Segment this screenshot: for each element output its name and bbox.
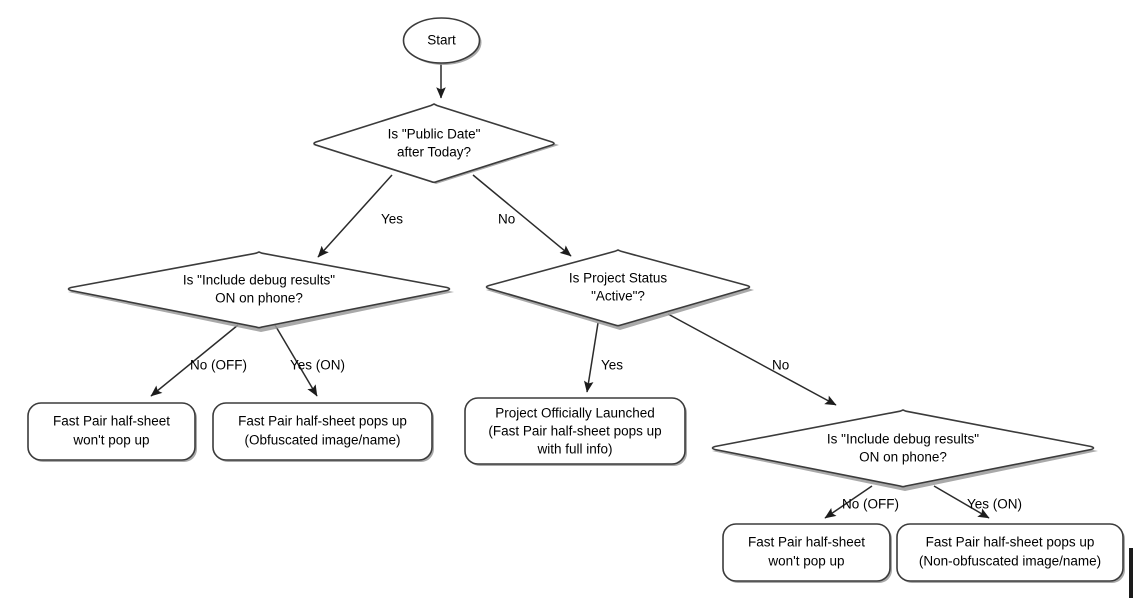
edge-label-project-status-no: No <box>772 358 789 373</box>
node-decision-debug-right-line2: ON on phone? <box>859 450 947 465</box>
node-result-right-yes[interactable]: Fast Pair half-sheet pops up (Non-obfusc… <box>896 523 1125 583</box>
node-result-left-no[interactable]: Fast Pair half-sheet won't pop up <box>27 402 197 462</box>
edge-project-status-yes <box>583 322 599 393</box>
node-decision-debug-right-line1: Is "Include debug results" <box>827 432 979 447</box>
node-result-launched-line3: with full info) <box>536 442 612 457</box>
node-result-right-yes-line2: (Non-obfuscated image/name) <box>919 554 1101 569</box>
node-result-right-yes-line1: Fast Pair half-sheet pops up <box>926 535 1095 550</box>
edge-debug-right-no <box>824 485 873 519</box>
edge-label-public-date-no: No <box>498 212 515 227</box>
edge-debug-left-yes <box>274 324 318 397</box>
node-result-right-no-line2: won't pop up <box>767 554 844 569</box>
edge-label-project-status-yes: Yes <box>601 358 623 373</box>
right-edge-artifact <box>1129 548 1133 598</box>
edge-public-date-yes <box>317 174 393 258</box>
node-decision-project-status[interactable]: Is Project Status "Active"? <box>485 249 754 330</box>
node-decision-public-date-line1: Is "Public Date" <box>388 127 481 142</box>
node-decision-debug-left-line2: ON on phone? <box>215 291 303 306</box>
node-start-label: Start <box>427 33 456 48</box>
node-result-launched-line1: Project Officially Launched <box>495 406 655 421</box>
node-result-left-yes[interactable]: Fast Pair half-sheet pops up (Obfuscated… <box>212 402 434 462</box>
node-decision-public-date-line2: after Today? <box>397 145 471 160</box>
node-start[interactable]: Start <box>402 17 482 65</box>
node-result-right-no-line1: Fast Pair half-sheet <box>748 535 865 550</box>
node-result-left-yes-line2: (Obfuscated image/name) <box>244 433 400 448</box>
node-result-launched-line2: (Fast Pair half-sheet pops up <box>488 424 661 439</box>
node-decision-debug-left-line1: Is "Include debug results" <box>183 273 335 288</box>
node-decision-debug-right[interactable]: Is "Include debug results" ON on phone? <box>711 409 1098 491</box>
node-result-left-no-line2: won't pop up <box>72 433 149 448</box>
edge-label-debug-left-no: No (OFF) <box>190 358 247 373</box>
node-decision-debug-left[interactable]: Is "Include debug results" ON on phone? <box>67 251 454 332</box>
node-decision-project-status-line1: Is Project Status <box>569 271 668 286</box>
edge-debug-left-no <box>150 324 239 397</box>
edge-public-date-no <box>472 174 572 257</box>
node-decision-project-status-line2: "Active"? <box>591 289 645 304</box>
edge-project-status-no <box>667 313 837 406</box>
edge-label-public-date-yes: Yes <box>381 212 403 227</box>
node-decision-public-date[interactable]: Is "Public Date" after Today? <box>313 103 559 184</box>
node-result-left-yes-line1: Fast Pair half-sheet pops up <box>238 414 407 429</box>
edge-debug-right-yes <box>933 485 990 519</box>
node-result-launched[interactable]: Project Officially Launched (Fast Pair h… <box>464 397 687 466</box>
node-result-left-no-line1: Fast Pair half-sheet <box>53 414 170 429</box>
edge-label-debug-right-yes: Yes (ON) <box>967 497 1022 512</box>
edge-label-debug-left-yes: Yes (ON) <box>290 358 345 373</box>
edge-label-debug-right-no: No (OFF) <box>842 497 899 512</box>
node-result-right-no[interactable]: Fast Pair half-sheet won't pop up <box>722 523 892 583</box>
